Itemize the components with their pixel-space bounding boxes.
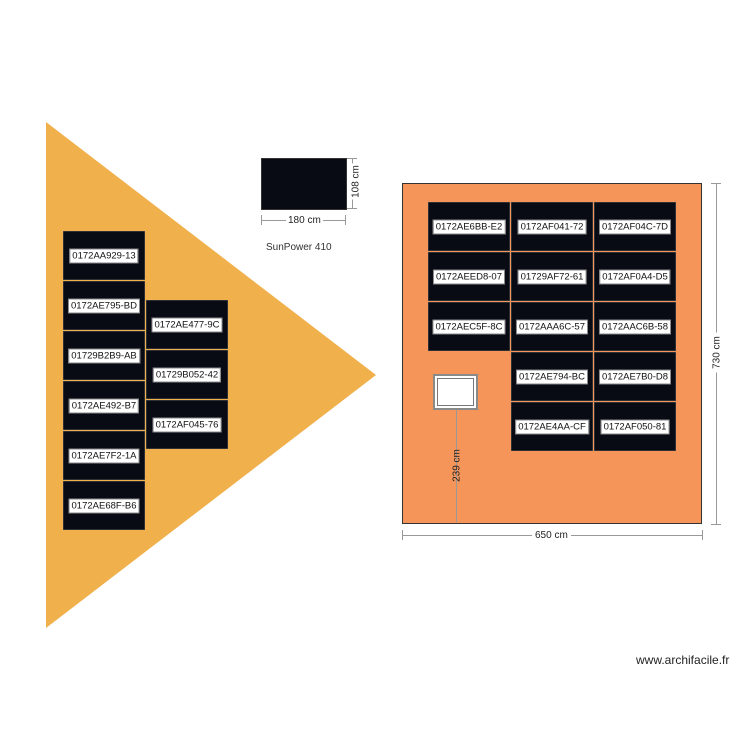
panel-label: 0172AF0A4-D5 — [599, 269, 671, 284]
roof-width-label: 650 cm — [532, 530, 571, 541]
panel-label: 0172AE7F2-1A — [68, 448, 140, 463]
panel-roof-r1-c2[interactable]: 0172AF041-72 — [511, 202, 593, 251]
panel-tri-a-6[interactable]: 0172AE68F-B6 — [63, 481, 145, 530]
panel-tri-a-3[interactable]: 01729B2B9-AB — [63, 331, 145, 380]
panel-roof-r5-c3[interactable]: 0172AF050-81 — [594, 402, 676, 451]
panel-label: 0172AE492-B7 — [68, 398, 140, 413]
panel-label: 0172AF04C-7D — [598, 219, 672, 234]
panel-label: 0172AF045-76 — [152, 417, 222, 432]
panel-label: 0172AE7B0-D8 — [598, 369, 672, 384]
window-offset-dimension-line — [456, 410, 457, 522]
legend-width-label: 180 cm — [286, 215, 323, 226]
panel-roof-r2-c1[interactable]: 0172AEED8-07 — [428, 252, 510, 301]
panel-roof-r3-c2[interactable]: 0172AAA6C-57 — [511, 302, 593, 351]
panel-label: 0172AEED8-07 — [432, 269, 506, 284]
panel-roof-r2-c2[interactable]: 01729AF72-61 — [511, 252, 593, 301]
panel-roof-r4-c3[interactable]: 0172AE7B0-D8 — [594, 352, 676, 401]
legend-height-label: 108 cm — [350, 163, 362, 200]
legend-height-tick-top — [347, 158, 357, 159]
watermark[interactable]: www.archifacile.fr — [636, 653, 730, 667]
panel-tri-a-4[interactable]: 0172AE492-B7 — [63, 381, 145, 430]
panel-label: 0172AEC5F-8C — [432, 319, 506, 334]
legend-height-tick-bottom — [347, 208, 357, 209]
panel-label: 0172AAA6C-57 — [515, 319, 589, 334]
panel-label: 0172AF041-72 — [517, 219, 587, 234]
panel-label: 0172AE477-9C — [151, 317, 223, 332]
panel-roof-r1-c3[interactable]: 0172AF04C-7D — [594, 202, 676, 251]
legend-width-tick-right — [345, 215, 346, 225]
window-offset-label: 239 cm — [451, 449, 463, 482]
panel-label: 0172AA929-13 — [69, 248, 139, 263]
panel-tri-b-3[interactable]: 0172AF045-76 — [146, 400, 228, 449]
panel-tri-b-1[interactable]: 0172AE477-9C — [146, 300, 228, 349]
panel-tri-a-5[interactable]: 0172AE7F2-1A — [63, 431, 145, 480]
panel-label: 01729B2B9-AB — [68, 348, 140, 363]
roof-height-tick-bottom — [711, 524, 721, 525]
panel-roof-r3-c1[interactable]: 0172AEC5F-8C — [428, 302, 510, 351]
legend-width-tick-left — [261, 215, 262, 225]
panel-label: 0172AE794-BC — [515, 369, 589, 384]
panel-tri-a-2[interactable]: 0172AE795-BD — [63, 281, 145, 330]
panel-roof-r5-c2[interactable]: 0172AE4AA-CF — [511, 402, 593, 451]
panel-roof-r4-c2[interactable]: 0172AE794-BC — [511, 352, 593, 401]
roof-height-tick-top — [711, 183, 721, 184]
panel-label: 01729AF72-61 — [517, 269, 587, 284]
roof-width-tick-left — [402, 530, 403, 540]
panel-label: 01729B052-42 — [152, 367, 222, 382]
panel-model-label: SunPower 410 — [266, 242, 332, 253]
panel-tri-a-1[interactable]: 0172AA929-13 — [63, 231, 145, 280]
panel-label: 0172AE795-BD — [67, 298, 141, 313]
roof-height-label: 730 cm — [711, 332, 723, 373]
legend-panel-sample — [261, 158, 347, 210]
roof-window[interactable] — [433, 374, 478, 410]
panel-tri-b-2[interactable]: 01729B052-42 — [146, 350, 228, 399]
panel-label: 0172AE6BB-E2 — [432, 219, 506, 234]
panel-label: 0172AF050-81 — [600, 419, 670, 434]
panel-label: 0172AAC6B-58 — [598, 319, 672, 334]
panel-label: 0172AE4AA-CF — [515, 419, 589, 434]
roof-width-tick-right — [702, 530, 703, 540]
panel-label: 0172AE68F-B6 — [68, 498, 140, 513]
panel-roof-r1-c1[interactable]: 0172AE6BB-E2 — [428, 202, 510, 251]
panel-roof-r2-c3[interactable]: 0172AF0A4-D5 — [594, 252, 676, 301]
panel-roof-r3-c3[interactable]: 0172AAC6B-58 — [594, 302, 676, 351]
